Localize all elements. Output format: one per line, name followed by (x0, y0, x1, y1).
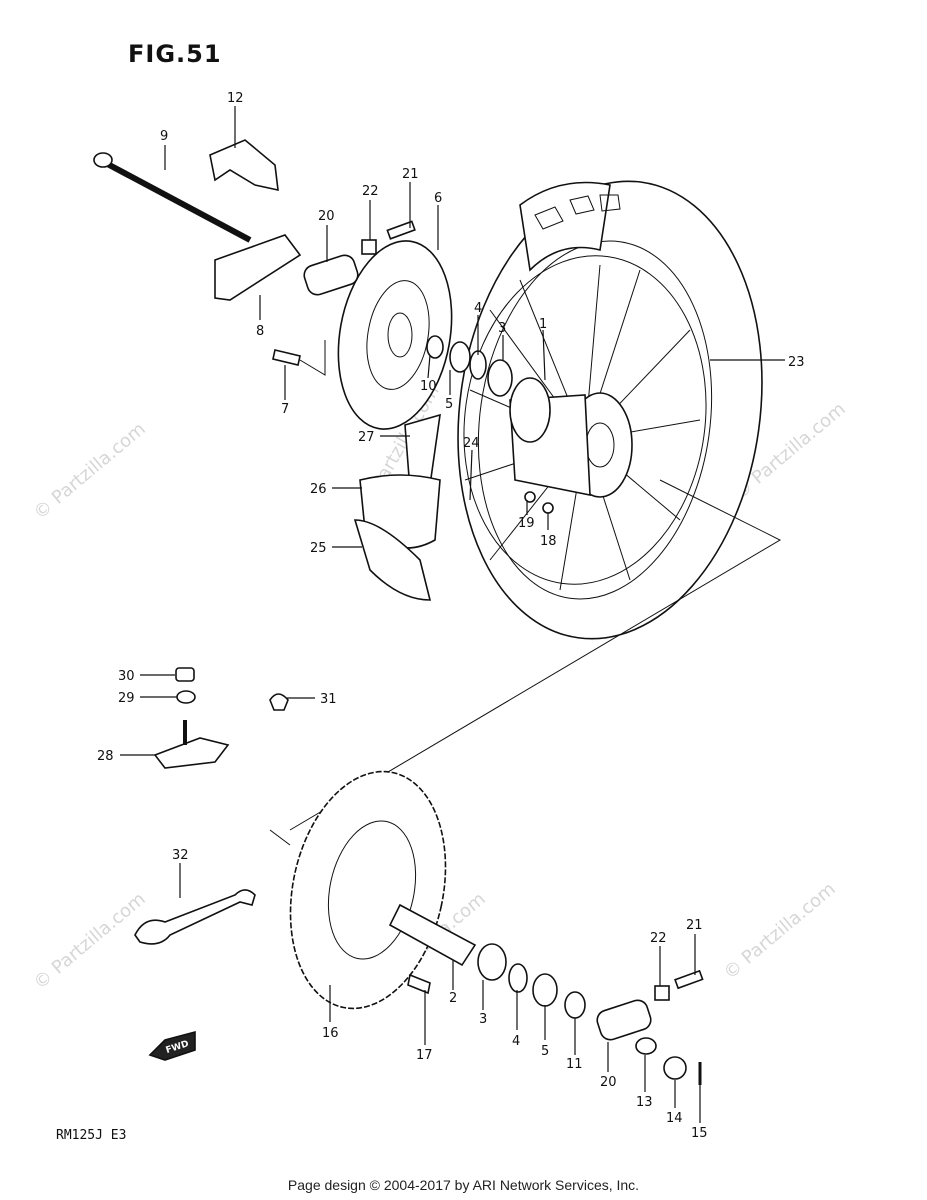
bearing-3-top (487, 359, 513, 397)
callout-17: 17 (416, 1048, 433, 1063)
bolt-21-bottom (674, 969, 704, 990)
tire-section (353, 519, 432, 601)
callout-21: 21 (402, 167, 419, 182)
callout-18: 18 (540, 534, 557, 549)
watermark-3: © Partzilla.com (30, 888, 150, 993)
figure-title: FIG.51 (128, 40, 222, 68)
castle-nut-14 (663, 1056, 687, 1080)
chain-adjuster-right (596, 999, 652, 1041)
callout-29: 29 (118, 691, 135, 706)
callout-24: 24 (463, 436, 480, 451)
watermark-1: © Partzilla.com (30, 418, 150, 523)
callout-20-bottom: 20 (600, 1075, 617, 1090)
bearing-3-bottom (477, 943, 507, 981)
callout-20: 20 (318, 209, 335, 224)
callout-3: 3 (498, 321, 506, 336)
callout-22: 22 (362, 184, 379, 199)
dust-seal-5-top (449, 341, 471, 373)
callout-31: 31 (320, 692, 337, 707)
callout-4: 4 (474, 301, 482, 316)
spacer-10 (426, 335, 444, 359)
washer-29 (176, 690, 196, 704)
nut-30 (175, 667, 195, 682)
rim-lock-28 (153, 737, 230, 769)
callout-8: 8 (256, 324, 264, 339)
bolt-21-top (386, 220, 416, 240)
callout-9: 9 (160, 129, 168, 144)
spoke-wrench-32 (134, 889, 256, 945)
leader-lines (120, 106, 785, 1123)
dust-seal-5-bottom (532, 973, 558, 1007)
hub (509, 377, 633, 498)
callout-23: 23 (788, 355, 805, 370)
callout-22-bottom: 22 (650, 931, 667, 946)
callout-11: 11 (566, 1057, 583, 1072)
watermark-5: © Partzilla.com (720, 878, 840, 983)
callout-3-bottom: 3 (479, 1012, 487, 1027)
callout-32: 32 (172, 848, 189, 863)
callout-13: 13 (636, 1095, 653, 1110)
caliper-bracket (209, 139, 279, 192)
callout-19: 19 (518, 516, 535, 531)
torque-stopper (214, 234, 302, 301)
callout-1: 1 (539, 317, 547, 332)
axle (93, 152, 252, 243)
nipple-18 (542, 502, 554, 514)
callout-6: 6 (434, 191, 442, 206)
callout-21-bottom: 21 (686, 918, 703, 933)
callout-4-bottom: 4 (512, 1034, 520, 1049)
callout-5-bottom: 5 (541, 1044, 549, 1059)
valve-cap-31 (269, 693, 289, 711)
brake-disc (337, 240, 453, 430)
callout-2: 2 (449, 991, 457, 1006)
callout-10: 10 (420, 379, 437, 394)
callout-12: 12 (227, 91, 244, 106)
callout-26: 26 (310, 482, 327, 497)
callout-16: 16 (322, 1026, 339, 1041)
circlip-4-top (469, 350, 487, 380)
nut-22-bottom (654, 985, 670, 1001)
callout-5: 5 (445, 397, 453, 412)
callout-30: 30 (118, 669, 135, 684)
bolt-17 (407, 973, 431, 995)
callout-labels: 12 9 21 22 6 20 8 4 3 1 23 10 5 7 27 24 … (97, 91, 805, 1141)
washer-13 (635, 1037, 657, 1055)
callout-15: 15 (691, 1126, 708, 1141)
model-code: RM125J E3 (56, 1128, 127, 1143)
callout-7: 7 (281, 402, 289, 417)
callout-28: 28 (97, 749, 114, 764)
callout-27: 27 (358, 430, 375, 445)
callout-14: 14 (666, 1111, 683, 1126)
fwd-arrow: FWD (148, 1030, 196, 1061)
circlip-4-bottom (508, 963, 528, 993)
page-footer: Page design © 2004-2017 by ARI Network S… (287, 1177, 640, 1193)
nut-22-top (361, 239, 377, 255)
spacer-11 (564, 991, 586, 1019)
nipple-19 (524, 491, 536, 503)
sprocket-drum (388, 903, 477, 967)
callout-25: 25 (310, 541, 327, 556)
chain-adjuster-left (303, 254, 359, 296)
bolt-7 (272, 349, 301, 366)
rear-sprocket (289, 770, 447, 1010)
